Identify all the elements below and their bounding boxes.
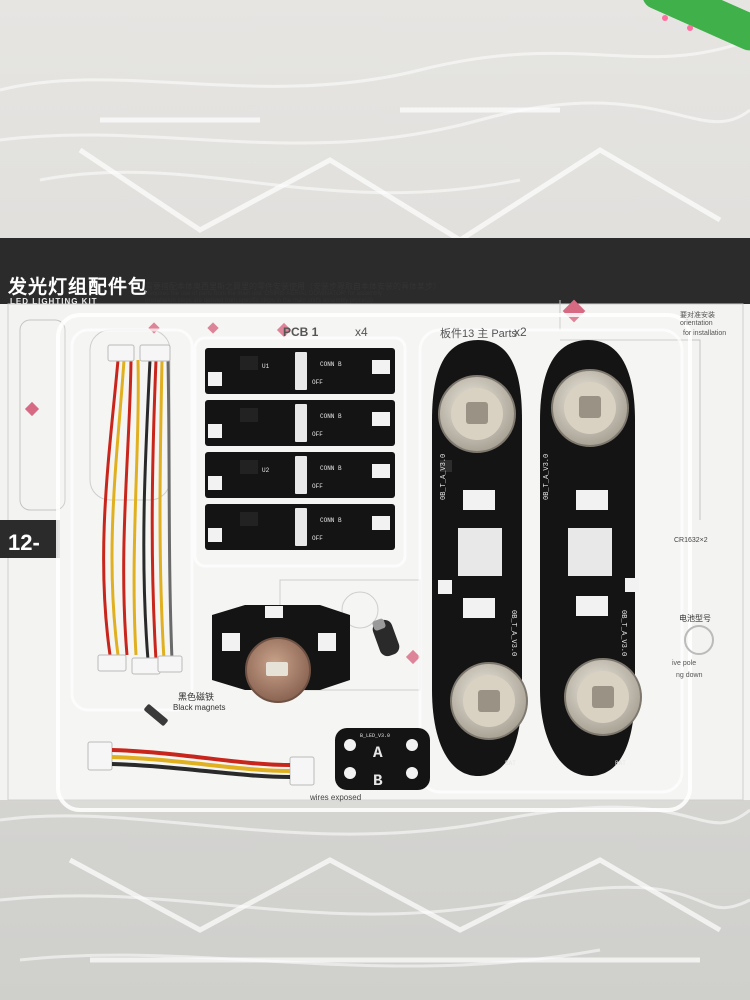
pcb-silk-text: OFF: [312, 379, 323, 386]
kit-title-en: LED LIGHTING KIT: [10, 297, 98, 306]
pcb-silk-text: U1: [262, 363, 270, 370]
assembly-note-en-1: Requires the use of parts from the main …: [145, 291, 382, 297]
magnet-label-en: Black magnets: [173, 703, 226, 712]
battery-icon: [684, 625, 714, 655]
pcb2-quantity: x2: [514, 325, 527, 339]
installation-note-en: for installation: [683, 330, 727, 337]
battery-label-zh: 电池型号: [679, 614, 711, 623]
pcb-silk-text: CONN B: [320, 517, 342, 524]
pcb-silk-text: OFF: [312, 535, 323, 542]
step-number: 12-: [8, 530, 40, 555]
pcb-silk-text: BAT: [615, 760, 626, 767]
pcb-silk-text: BAT: [505, 760, 516, 767]
kit-title-zh: 发光灯组配件包: [8, 277, 149, 298]
pcb2-board-right: 0B_T_A_V3.0 0B_T_A_V3.0 BAT: [540, 340, 642, 776]
header-bar: [0, 238, 750, 304]
wire-harness-vertical: [102, 359, 174, 661]
pcb-silk-text: CONN B: [320, 465, 342, 472]
pcb1-label: PCB 1: [283, 325, 319, 339]
pole-note: ive pole: [672, 660, 697, 667]
pcb2-label: 板件13 主 Parts: [440, 328, 518, 340]
assembly-note-en-2: (Installation steps are derived from spe…: [145, 298, 373, 304]
pcb-silk-text: U2: [262, 467, 270, 474]
magnet-label-zh: 黑色磁铁: [178, 692, 215, 702]
pcb-silk-text: 0B_T_A_V3.0: [543, 454, 551, 500]
marker-pen: [642, 0, 750, 51]
wires-exposed-label: wires exposed: [310, 793, 362, 802]
black-magnets: [144, 618, 400, 726]
pcb-silk-text: 0B_T_A_V3.0: [440, 454, 448, 500]
assembly-note-zh: 需要搭配本体奥西里斯之翼里的零件安装使用（安装步骤取自本体安装的具体某步）: [145, 282, 441, 291]
plastic-frame-sprue: [68, 107, 722, 963]
pcb-silk-text: OFF: [312, 483, 323, 490]
pcb1-quantity: x4: [355, 325, 368, 339]
orientation-note-en: orientation: [680, 320, 713, 327]
orientation-note-zh: 要对准安装: [680, 312, 715, 319]
facing-down-note: ng down: [676, 672, 703, 679]
pcb-silk-text: OFF: [312, 431, 323, 438]
led-board-ab: A B B_LED_V3.0: [335, 728, 430, 790]
battery-model: CR1632×2: [674, 537, 708, 544]
pcb-silk-text: 0B_T_A_V3.0: [619, 610, 627, 656]
pcb-silk-text: 0B_T_A_V3.0: [509, 610, 517, 656]
pcb-silk-text: B_LED_V3.0: [360, 733, 390, 739]
wire-harness-horizontal: [87, 741, 315, 786]
pcb2-board-left: 0B_T_A_V3.0 0B_T_A_V3.0 BAT: [432, 340, 528, 776]
pcb-silk-text: CONN B: [320, 361, 342, 368]
coin-cell-board: [212, 605, 350, 703]
wire-connectors: [97, 344, 183, 675]
pcb-silk-text: B: [373, 772, 383, 790]
step-badge: [0, 520, 60, 558]
pcb-silk-text: A: [373, 744, 383, 762]
pcb-silk-text: CONN B: [320, 413, 342, 420]
pcb1-board-group: CONN B CONN B CONN B CONN B OFF OFF OFF …: [205, 348, 395, 550]
